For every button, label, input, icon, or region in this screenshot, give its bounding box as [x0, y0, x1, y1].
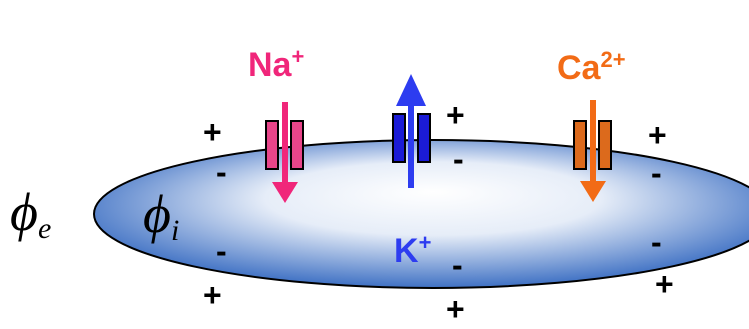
potassium-channel-left-pore	[392, 113, 406, 163]
sodium-channel-left-pore	[265, 120, 279, 170]
charge-plus-bottom-left: +	[203, 277, 222, 313]
cell-body	[93, 139, 749, 289]
calcium-channel	[573, 100, 612, 202]
charge-minus-bottom-right: -	[651, 224, 662, 260]
charge-minus-bottom-left: -	[216, 233, 227, 269]
charge-plus-top-left: +	[203, 114, 222, 150]
intracellular-potential: ϕi	[143, 184, 179, 247]
sodium-arrow-head	[272, 182, 298, 203]
charge-plus-top-right: +	[648, 117, 667, 153]
charge-minus-bottom-center: -	[452, 247, 463, 283]
potassium-arrow-head	[396, 74, 426, 106]
charge-plus-bottom-center: +	[446, 291, 465, 324]
charge-minus-top-right: -	[651, 155, 662, 191]
charge-plus-top-center: +	[446, 97, 465, 133]
potassium-channel	[392, 74, 431, 188]
charge-plus-bottom-right: +	[655, 266, 674, 302]
potassium-channel-right-pore	[417, 113, 431, 163]
sodium-ion-label: Na+	[248, 44, 304, 84]
charge-minus-top-center: -	[453, 141, 464, 177]
sodium-channel-right-pore	[290, 120, 304, 170]
calcium-channel-left-pore	[573, 120, 587, 170]
sodium-channel	[265, 102, 304, 203]
calcium-channel-right-pore	[598, 120, 612, 170]
charge-minus-top-left: -	[216, 154, 227, 190]
calcium-ion-label: Ca2+	[557, 47, 626, 87]
potassium-ion-label: K+	[394, 230, 431, 270]
extracellular-potential: ϕe	[10, 182, 51, 245]
calcium-arrow-head	[580, 181, 606, 202]
